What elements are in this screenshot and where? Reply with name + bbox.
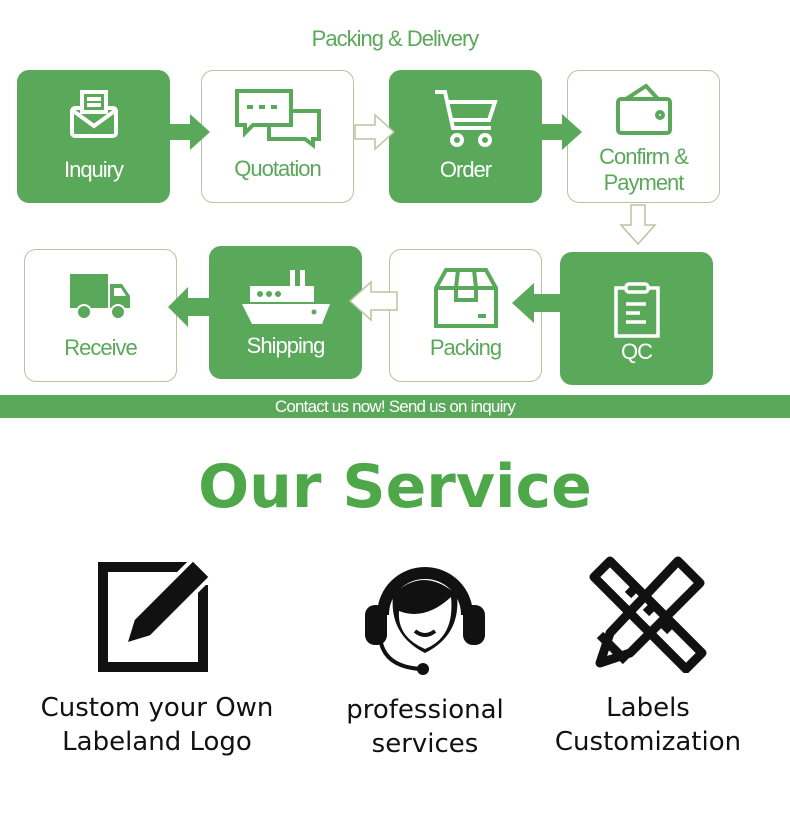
service-caption-line: Labels: [606, 693, 690, 723]
process-title: Packing & Delivery: [311, 26, 480, 51]
service-caption-line: Labeland Logo: [62, 727, 252, 757]
step-label: Order: [439, 157, 492, 182]
arrow-right-outline-icon: [354, 113, 396, 151]
arrow-right-icon: [542, 114, 582, 150]
wallet-icon: [615, 83, 672, 135]
truck-icon: [69, 274, 130, 320]
service-caption-line: Custom your Own: [40, 693, 274, 723]
shopping-cart-icon: [434, 90, 498, 147]
edit-pencil-icon: [98, 555, 217, 672]
step-receive: Receive: [24, 249, 177, 382]
step-label: Quotation: [234, 156, 321, 181]
step-label: Confirm & Payment: [599, 144, 689, 195]
clipboard-icon: [613, 282, 660, 338]
service-caption-line: Customization: [554, 727, 742, 757]
arrow-right-icon: [170, 114, 210, 150]
service-item-support: professional services: [295, 555, 555, 761]
box-icon: [433, 268, 498, 328]
service-caption-line: services: [371, 729, 479, 759]
arrow-left-icon: [168, 287, 210, 327]
service-title: Our Service: [198, 452, 592, 522]
arrow-down-outline-icon: [619, 204, 657, 246]
step-label: Shipping: [246, 333, 326, 358]
service-caption-line: professional: [346, 695, 504, 725]
step-label: QC: [621, 339, 653, 364]
step-shipping: Shipping: [209, 246, 362, 379]
step-inquiry: Inquiry: [17, 70, 170, 203]
step-label: Packing: [429, 335, 502, 360]
step-confirm-payment: Confirm & Payment: [567, 70, 720, 203]
step-qc: QC: [560, 252, 713, 385]
headset-support-icon: [365, 567, 485, 675]
contact-cta-link[interactable]: Contact us now! Send us on inquiry: [0, 395, 790, 418]
step-label: Inquiry: [63, 157, 124, 182]
ship-icon: [241, 270, 330, 324]
chat-bubbles-icon: [234, 89, 321, 149]
arrow-left-outline-icon: [348, 280, 398, 322]
step-quotation: Quotation: [201, 70, 354, 203]
pencil-ruler-icon: [589, 556, 707, 673]
step-label: Receive: [64, 335, 137, 360]
arrow-left-icon: [512, 283, 560, 323]
step-packing: Packing: [389, 249, 542, 382]
step-order: Order: [389, 70, 542, 203]
envelope-icon: [69, 90, 118, 138]
